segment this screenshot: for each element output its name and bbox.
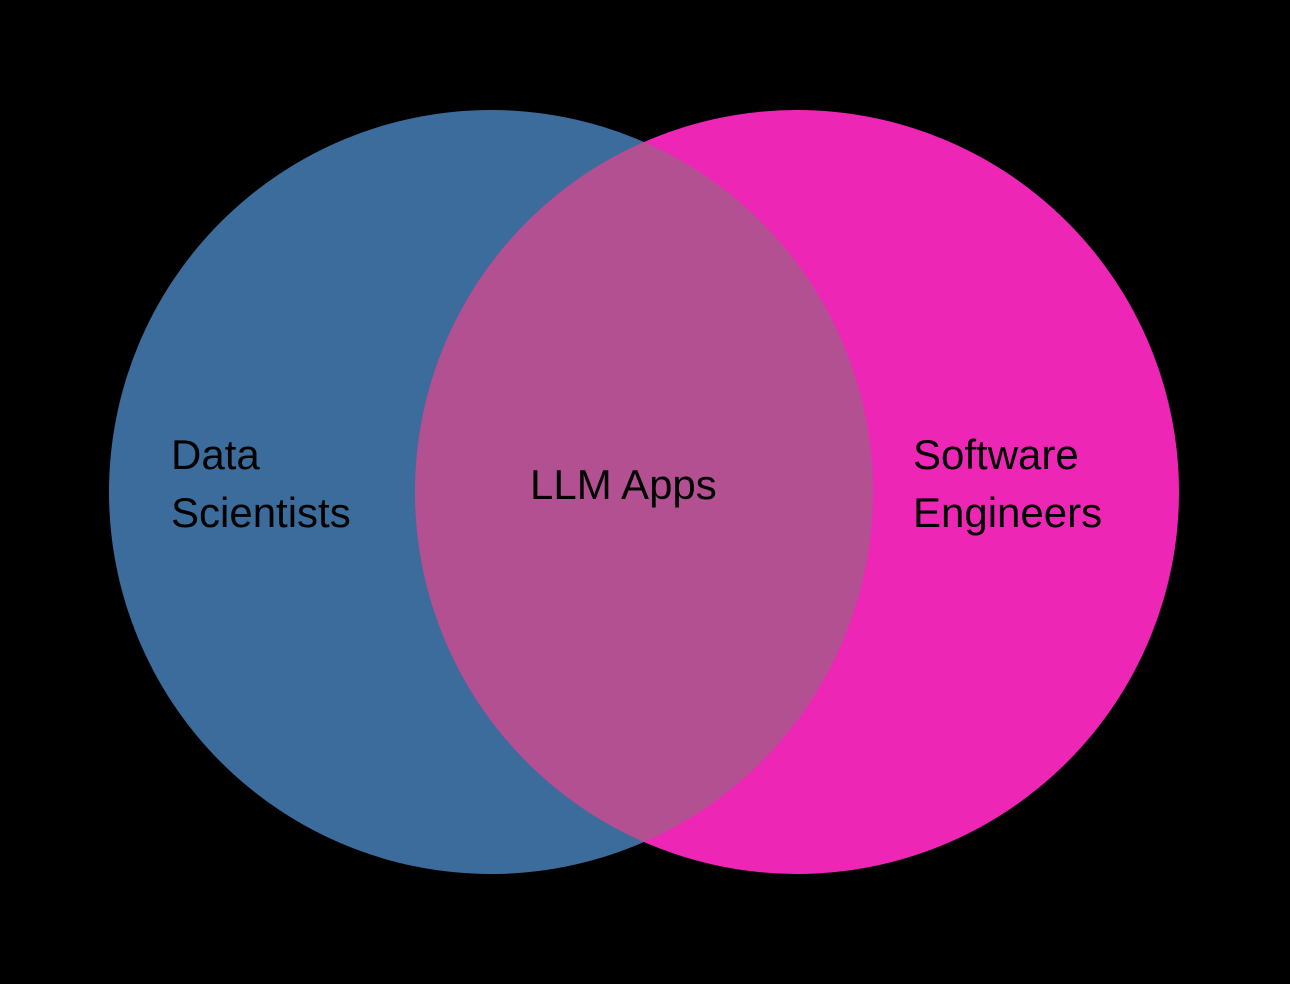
software-engineers-label: Software Engineers [913,426,1102,542]
data-scientists-label-line-1: Data [171,431,260,478]
llm-apps-label: LLM Apps [530,456,717,514]
software-engineers-label-line-1: Software [913,431,1079,478]
data-scientists-label: Data Scientists [171,426,351,542]
software-engineers-label-line-2: Engineers [913,489,1103,536]
llm-apps-intersection [415,110,873,874]
data-scientists-label-line-2: Scientists [171,489,351,536]
llm-apps-label-text: LLM Apps [530,461,717,508]
